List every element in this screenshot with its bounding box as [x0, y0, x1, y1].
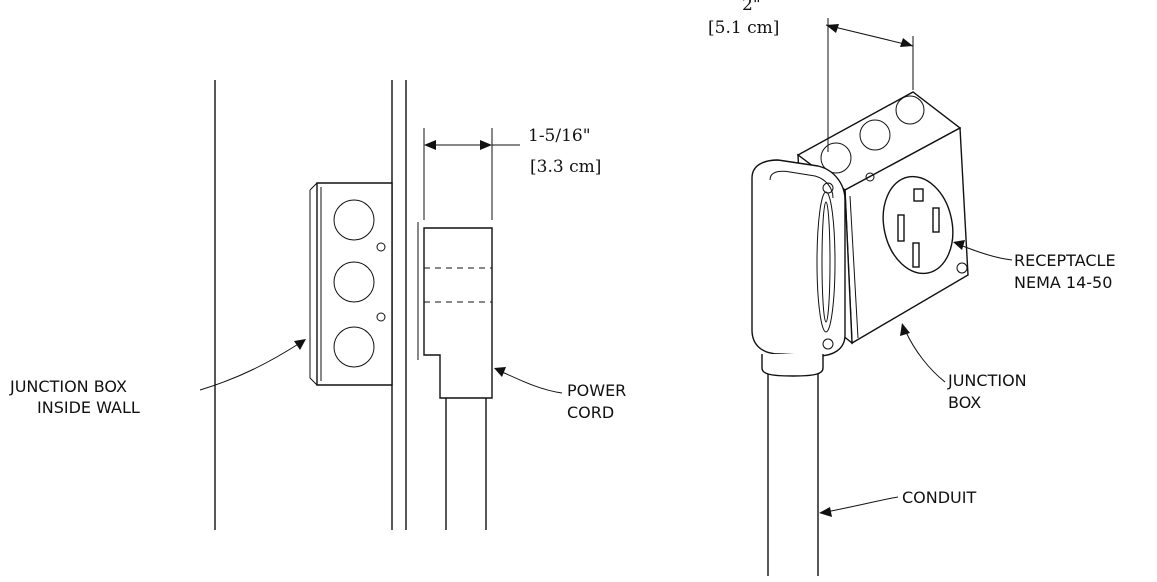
surface-junction-box-label-line2: BOX	[948, 393, 981, 412]
receptacle-label-line1: RECEPTACLE	[1014, 251, 1116, 270]
box-depth-metric: [5.1 cm]	[708, 18, 779, 38]
power-cord-plug	[417, 222, 493, 530]
receptacle-leader	[959, 244, 1013, 261]
junction-box-leader	[199, 342, 301, 391]
plug-depth-imperial: 1-5/16"	[528, 126, 591, 146]
power-cord-leader	[499, 370, 563, 394]
surface-mount-diagram: 2" [5.1 cm] RECEPTACLE NEMA 14-50 JUNCTI…	[708, 0, 1116, 576]
receptacle-label-line2: NEMA 14-50	[1014, 273, 1112, 292]
conduit	[767, 360, 819, 576]
surface-junction-box-leader	[904, 329, 946, 383]
conduit-fitting	[751, 159, 846, 377]
box-depth-imperial: 2"	[742, 0, 761, 15]
junction-box-inside-wall-label-line1: JUNCTION BOX	[9, 377, 127, 396]
plug-depth-metric: [3.3 cm]	[530, 157, 601, 177]
wall-section-diagram: 1-5/16" [3.3 cm] JUNCTION BOX INSIDE WAL…	[9, 80, 626, 530]
power-cord-label-line2: CORD	[567, 403, 614, 422]
junction-box-inside-wall	[309, 182, 393, 386]
junction-box-inside-wall-label-line2: INSIDE WALL	[37, 398, 140, 417]
conduit-label: CONDUIT	[902, 488, 976, 507]
receptacle-nema-14-50	[882, 175, 954, 275]
conduit-leader	[825, 496, 899, 513]
power-cord-label-line1: POWER	[567, 381, 626, 400]
box-depth-dimension	[825, 18, 914, 152]
surface-junction-box-label-line1: JUNCTION	[947, 371, 1027, 390]
plug-depth-dimension	[423, 128, 520, 220]
